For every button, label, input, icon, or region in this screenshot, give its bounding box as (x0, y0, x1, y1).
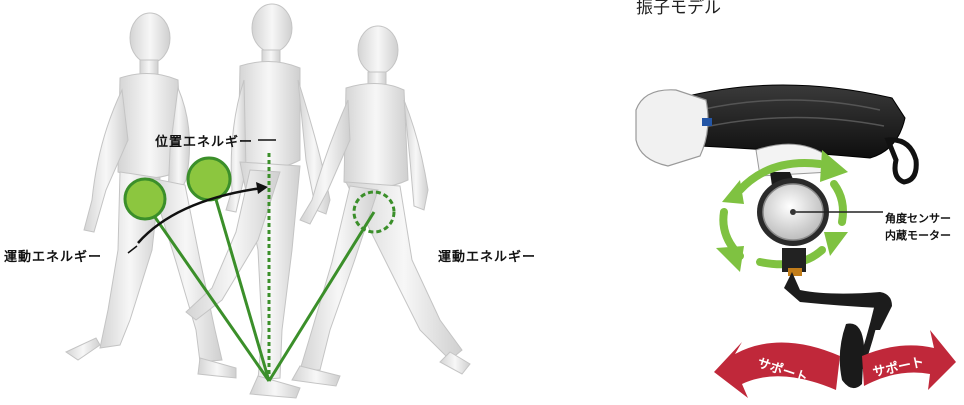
potential-energy-label: 位置エネルギー (155, 135, 254, 150)
support-arrow-left (714, 342, 840, 398)
assist-device: サポート サポート (635, 84, 956, 398)
front-shell (635, 89, 709, 167)
mannequin-2 (185, 3, 331, 399)
angle-sensor-label: 角度センサー (885, 212, 951, 225)
energy-transfer-arrow (137, 182, 268, 244)
pendulum-bob-2 (186, 156, 232, 202)
hub-center (790, 209, 796, 215)
built-in-motor-label: 内蔵モーター (885, 229, 951, 242)
belt-logo-patch (702, 118, 712, 126)
pendulum-model-title: 振子モデル (636, 0, 721, 18)
kinetic-energy-label-right: 運動エネルギー (438, 250, 537, 265)
pendulum-line-1 (141, 199, 271, 382)
pendulum-lines (141, 150, 376, 382)
pendulum-bob-3-dashed (352, 190, 396, 234)
kinetic-energy-label-left: 運動エネルギー (4, 250, 103, 265)
thigh-pad (839, 323, 864, 389)
rotation-arrow-top (736, 159, 824, 194)
mannequin-3 (291, 25, 471, 387)
pendulum-line-2 (208, 178, 271, 382)
belt-strap (884, 137, 919, 185)
rotation-arrowhead-bottom (716, 246, 744, 272)
support-arrow-right (862, 330, 956, 390)
kinetic-leader-line (127, 245, 138, 254)
pendulum-line-3 (267, 211, 376, 382)
rotation-arrowhead-top (820, 150, 848, 182)
lever-arm (784, 272, 892, 330)
sensor-motor-label: 角度センサー 内蔵モーター (885, 210, 951, 244)
pendulum-bob-1 (123, 177, 167, 221)
